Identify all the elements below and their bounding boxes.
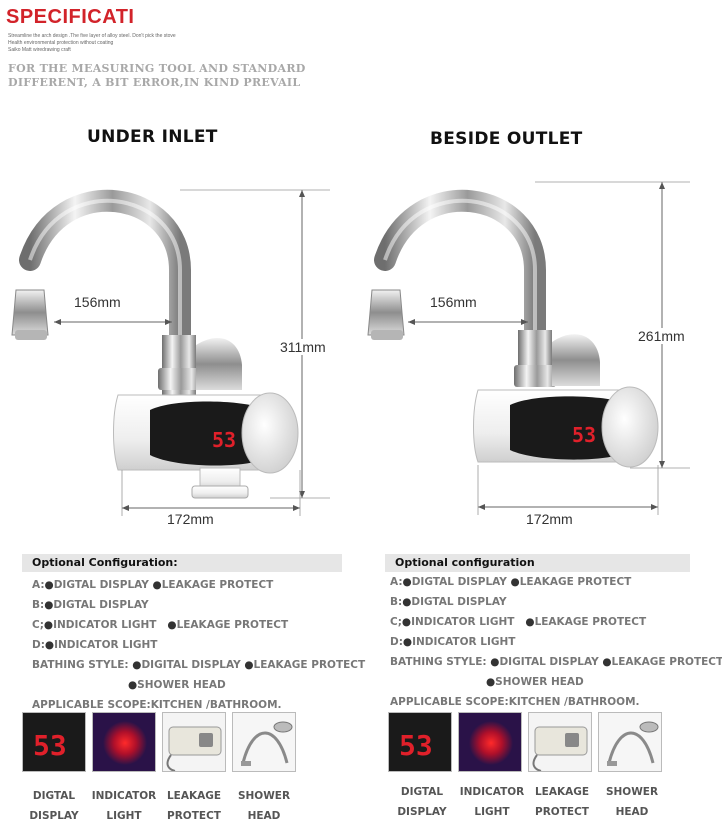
shower-head-icon bbox=[241, 721, 293, 766]
bathing-style-right: BATHING STYLE: ●DIGITAL DISPLAY ●LEAKAGE… bbox=[390, 656, 722, 668]
config-header-right: Optional configuration bbox=[385, 554, 690, 572]
tagline-line-3: Saiko Matt wiredrawing craft bbox=[8, 47, 71, 53]
leakage-protect-icon bbox=[166, 726, 222, 771]
option-a-left: A:●DIGTAL DISPLAY ●LEAKAGE PROTECT bbox=[32, 579, 274, 591]
dim-width-right: 172mm bbox=[524, 511, 575, 527]
thumb-indicator-light-right bbox=[458, 712, 522, 772]
option-a-right: A:●DIGTAL DISPLAY ●LEAKAGE PROTECT bbox=[390, 576, 632, 588]
disclaimer-line-1: FOR THE MEASURING TOOL AND STANDARD bbox=[8, 62, 306, 75]
disclaimer-line-2: DIFFERENT, A BIT ERROR,IN KIND PREVAIL bbox=[8, 76, 301, 89]
indicator-light-icon bbox=[103, 721, 147, 765]
thumb-digital-display-right: 53 bbox=[388, 712, 452, 772]
dim-height-left: 311mm bbox=[278, 339, 328, 355]
svg-text:53: 53 bbox=[33, 729, 67, 762]
thumb-indicator-light-left bbox=[92, 712, 156, 772]
tagline-line-1: Streamline the arch design .The five lay… bbox=[8, 33, 176, 39]
svg-text:53: 53 bbox=[572, 423, 596, 447]
config-header-left: Optional Configuration: bbox=[22, 554, 342, 572]
leakage-protect-icon bbox=[532, 726, 588, 771]
thumb-shower-head-right bbox=[598, 712, 662, 772]
dim-height-right: 261mm bbox=[636, 328, 687, 344]
option-c-left: C;●INDICATOR LIGHT ●LEAKAGE PROTECT bbox=[32, 619, 289, 631]
svg-text:53: 53 bbox=[399, 729, 433, 762]
option-b-left: B:●DIGTAL DISPLAY bbox=[32, 599, 149, 611]
applicable-scope-left: APPLICABLE SCOPE:KITCHEN /BATHROOM. bbox=[32, 699, 282, 711]
thumb-digital-display-left: 53 bbox=[22, 712, 86, 772]
thumb-leakage-protect-right bbox=[528, 712, 592, 772]
digital-display-icon: 53 bbox=[33, 729, 67, 762]
page-title: SPECIFICATI bbox=[6, 6, 135, 28]
faucet-illustrations: 53 53 bbox=[11, 181, 690, 516]
shower-head-icon bbox=[607, 721, 659, 766]
option-d-right: D:●INDICATOR LIGHT bbox=[390, 636, 516, 648]
option-d-left: D:●INDICATOR LIGHT bbox=[32, 639, 158, 651]
thumb-leakage-protect-left bbox=[162, 712, 226, 772]
variant-title-under-inlet: UNDER INLET bbox=[87, 127, 218, 147]
faucet-under-inlet: 53 bbox=[11, 189, 330, 516]
digital-display-icon: 53 bbox=[399, 729, 433, 762]
thumb-shower-head-left bbox=[232, 712, 296, 772]
option-c-right: C;●INDICATOR LIGHT ●LEAKAGE PROTECT bbox=[390, 616, 647, 628]
dim-width-left: 172mm bbox=[165, 511, 216, 527]
tagline-line-2: Health environmental protection without … bbox=[8, 40, 114, 46]
bathing-style-left: BATHING STYLE: ●DIGITAL DISPLAY ●LEAKAGE… bbox=[32, 659, 366, 671]
variant-title-beside-outlet: BESIDE OUTLET bbox=[430, 129, 583, 149]
dim-reach-left: 156mm bbox=[72, 294, 123, 310]
indicator-light-icon bbox=[469, 721, 513, 765]
dim-reach-right: 156mm bbox=[428, 294, 479, 310]
applicable-scope-right: APPLICABLE SCOPE:KITCHEN /BATHROOM. bbox=[390, 696, 640, 708]
option-b-right: B:●DIGTAL DISPLAY bbox=[390, 596, 507, 608]
bathing-style-right-cont: ●SHOWER HEAD bbox=[486, 676, 584, 688]
bathing-style-left-cont: ●SHOWER HEAD bbox=[128, 679, 226, 691]
faucet-beside-outlet: 53 bbox=[367, 181, 690, 515]
svg-text:53: 53 bbox=[212, 428, 236, 452]
